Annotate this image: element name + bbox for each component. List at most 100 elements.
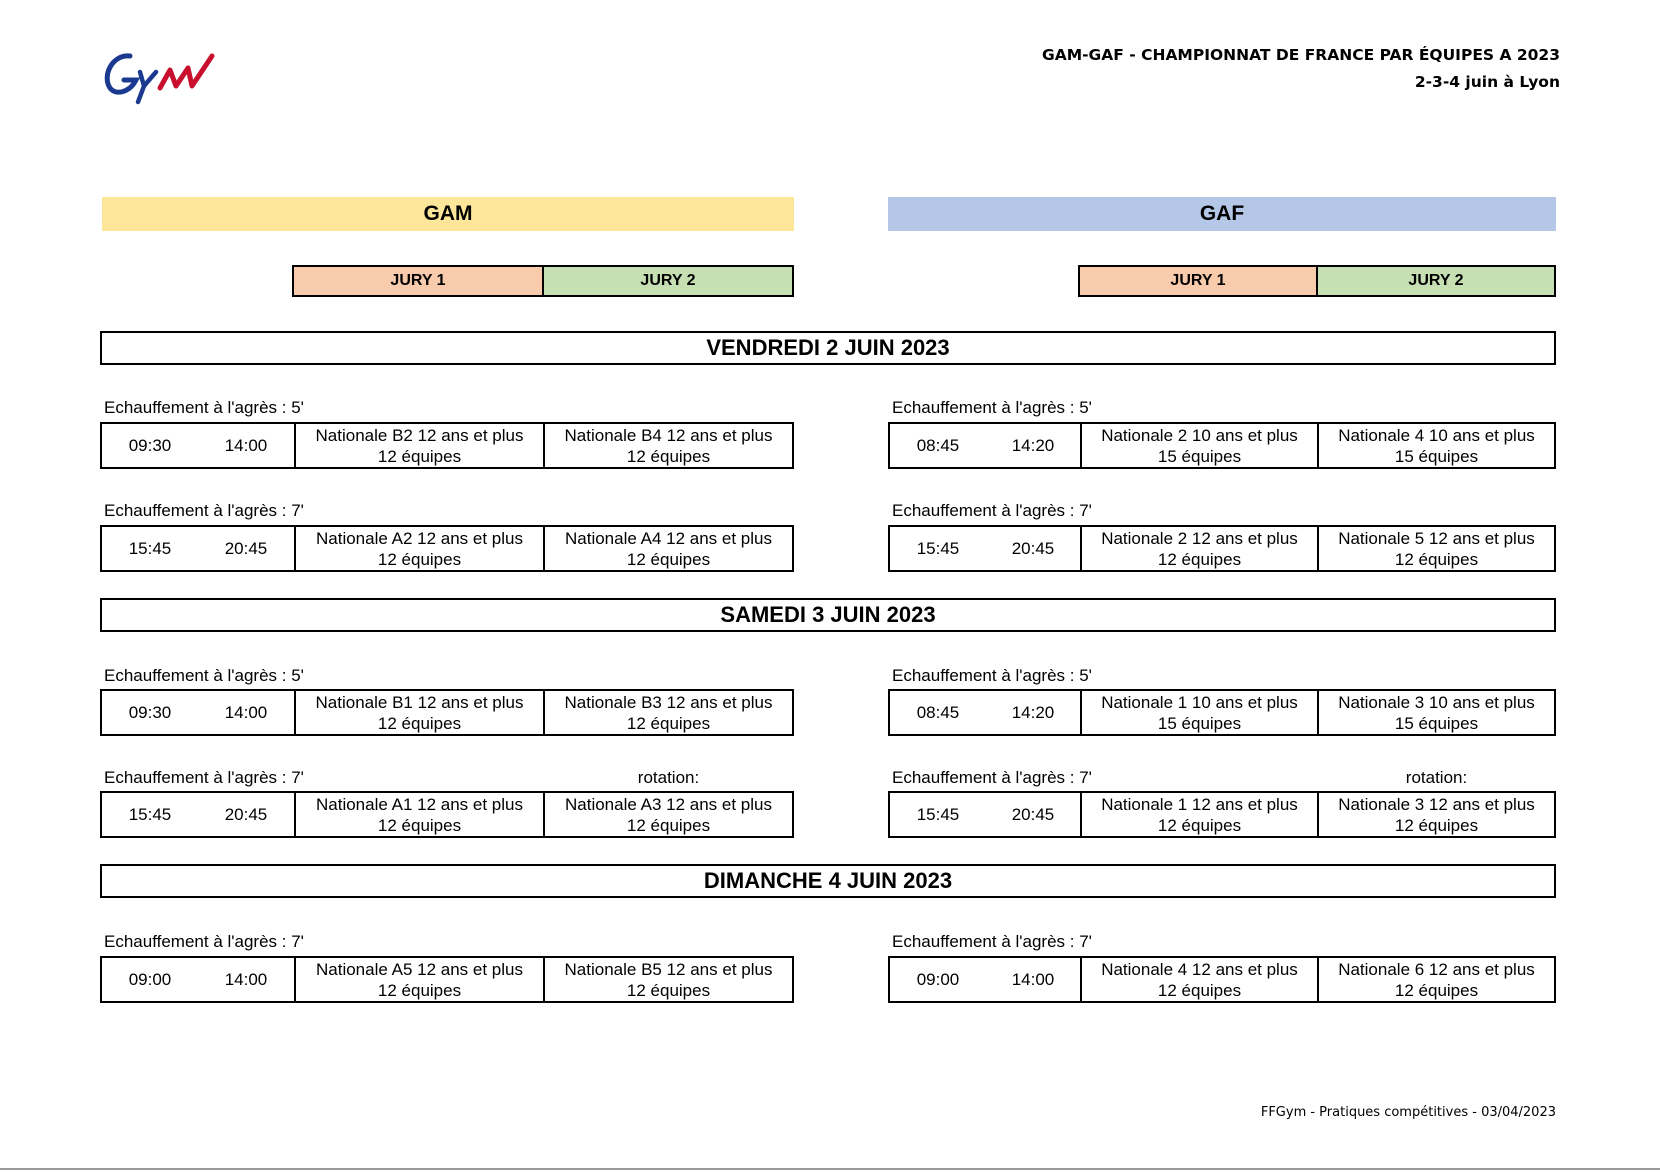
- end-time: 14:00: [224, 702, 268, 722]
- start-time: 15:45: [128, 804, 172, 824]
- category: Nationale 2 10 ans et plus: [1101, 425, 1298, 445]
- start-time: 09:00: [916, 969, 960, 989]
- team-count: 12 équipes: [626, 713, 711, 733]
- team-count: 12 équipes: [377, 713, 462, 733]
- gaf-jury2-label: JURY 2: [1318, 267, 1554, 295]
- category: Nationale 4 10 ans et plus: [1338, 425, 1535, 445]
- team-count: 12 équipes: [377, 549, 462, 569]
- category: Nationale 5 12 ans et plus: [1338, 528, 1535, 548]
- category: Nationale A3 12 ans et plus: [565, 794, 772, 814]
- team-count: 15 équipes: [1394, 446, 1479, 466]
- start-time: 09:30: [128, 702, 172, 722]
- gam-jury1-label: JURY 1: [294, 267, 544, 295]
- category: Nationale B2 12 ans et plus: [315, 425, 524, 445]
- team-count: 12 équipes: [1394, 549, 1479, 569]
- warmup-label: Echauffement à l'agrès : 7': [892, 932, 1092, 951]
- end-time: 14:00: [1011, 969, 1055, 989]
- team-count: 12 équipes: [626, 815, 711, 835]
- category: Nationale 1 12 ans et plus: [1101, 794, 1298, 814]
- end-time: 20:45: [224, 804, 268, 824]
- category: Nationale 4 12 ans et plus: [1101, 959, 1298, 979]
- team-count: 15 équipes: [1157, 446, 1242, 466]
- category: Nationale 6 12 ans et plus: [1338, 959, 1535, 979]
- team-count: 12 équipes: [626, 980, 711, 1000]
- team-count: 15 équipes: [1394, 713, 1479, 733]
- category: Nationale B5 12 ans et plus: [564, 959, 773, 979]
- rotation-label: rotation:: [637, 768, 700, 787]
- category: Nationale 3 12 ans et plus: [1338, 794, 1535, 814]
- category: Nationale A1 12 ans et plus: [316, 794, 523, 814]
- category: Nationale B1 12 ans et plus: [315, 692, 524, 712]
- team-count: 12 équipes: [1394, 815, 1479, 835]
- gaf-jury1-label: JURY 1: [1080, 267, 1318, 295]
- footer-note: FFGym - Pratiques compétitives - 03/04/2…: [1260, 1105, 1556, 1120]
- gam-jury-header: JURY 1 JURY 2: [292, 265, 794, 297]
- start-time: 09:30: [128, 435, 172, 455]
- end-time: 14:00: [224, 435, 268, 455]
- warmup-label: Echauffement à l'agrès : 7': [104, 932, 304, 951]
- document-subtitle: 2-3-4 juin à Lyon: [1414, 73, 1560, 91]
- start-time: 15:45: [128, 538, 172, 558]
- gaf-banner: GAF: [888, 197, 1556, 231]
- team-count: 12 équipes: [626, 549, 711, 569]
- gym-logo-icon: [104, 53, 215, 105]
- day-header: DIMANCHE 4 JUIN 2023: [100, 864, 1556, 898]
- end-time: 20:45: [224, 538, 268, 558]
- day-header: SAMEDI 3 JUIN 2023: [100, 598, 1556, 632]
- category: Nationale B4 12 ans et plus: [564, 425, 773, 445]
- warmup-label: Echauffement à l'agrès : 7': [892, 768, 1092, 787]
- team-count: 15 équipes: [1157, 713, 1242, 733]
- team-count: 12 équipes: [1157, 980, 1242, 1000]
- category: Nationale 1 10 ans et plus: [1101, 692, 1298, 712]
- team-count: 12 équipes: [1394, 980, 1479, 1000]
- team-count: 12 équipes: [377, 446, 462, 466]
- category: Nationale B3 12 ans et plus: [564, 692, 773, 712]
- page-bottom-rule: [0, 1168, 1660, 1170]
- team-count: 12 équipes: [1157, 549, 1242, 569]
- start-time: 09:00: [128, 969, 172, 989]
- warmup-label: Echauffement à l'agrès : 7': [892, 501, 1092, 520]
- team-count: 12 équipes: [1157, 815, 1242, 835]
- category: Nationale A4 12 ans et plus: [565, 528, 772, 548]
- category: Nationale 3 10 ans et plus: [1338, 692, 1535, 712]
- start-time: 08:45: [916, 435, 960, 455]
- end-time: 20:45: [1011, 804, 1055, 824]
- warmup-label: Echauffement à l'agrès : 5': [892, 398, 1092, 417]
- category: Nationale A5 12 ans et plus: [316, 959, 523, 979]
- warmup-label: Echauffement à l'agrès : 5': [892, 666, 1092, 685]
- end-time: 14:20: [1011, 435, 1055, 455]
- gam-jury2-label: JURY 2: [544, 267, 792, 295]
- end-time: 20:45: [1011, 538, 1055, 558]
- warmup-label: Echauffement à l'agrès : 7': [104, 501, 304, 520]
- end-time: 14:00: [224, 969, 268, 989]
- team-count: 12 équipes: [377, 815, 462, 835]
- team-count: 12 équipes: [377, 980, 462, 1000]
- ffgym-logo: [100, 42, 230, 108]
- gam-banner: GAM: [102, 197, 794, 231]
- category: Nationale A2 12 ans et plus: [316, 528, 523, 548]
- end-time: 14:20: [1011, 702, 1055, 722]
- warmup-label: Echauffement à l'agrès : 5': [104, 666, 304, 685]
